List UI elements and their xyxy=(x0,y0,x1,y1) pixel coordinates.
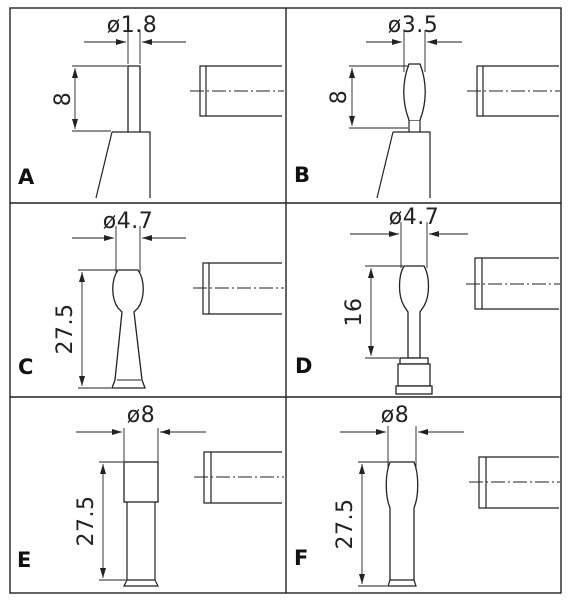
panel-e: ø8 27.5 E xyxy=(17,403,284,587)
length-dimension-b: 8 xyxy=(327,65,408,129)
diameter-dimension-f: ø8 xyxy=(340,403,464,435)
side-view-c xyxy=(193,262,284,315)
length-label-a: 8 xyxy=(51,92,76,107)
tool-d-profile xyxy=(395,265,433,395)
tool-e-profile xyxy=(123,428,159,587)
panel-c: ø4.7 27.5 C xyxy=(18,209,284,389)
panel-a: ø1.8 8 A xyxy=(18,13,284,199)
diameter-dimension-b: ø3.5 xyxy=(366,13,462,72)
panel-label-d: D xyxy=(295,354,312,378)
side-view-e xyxy=(194,451,284,504)
panel-label-c: C xyxy=(18,355,33,379)
diameter-dimension-e: ø8 xyxy=(76,403,206,435)
diameter-label-e: ø8 xyxy=(127,403,155,428)
diameter-label-b: ø3.5 xyxy=(388,13,438,38)
length-dimension-f: 27.5 xyxy=(333,461,389,587)
length-label-f: 27.5 xyxy=(333,499,358,550)
tool-f-profile xyxy=(385,426,419,587)
length-label-d: 16 xyxy=(342,298,367,327)
panel-d: ø4.7 16 D xyxy=(295,205,560,395)
panel-label-f: F xyxy=(294,546,308,570)
length-dimension-c: 27.5 xyxy=(53,269,117,389)
side-view-f xyxy=(469,456,560,509)
length-dimension-e: 27.5 xyxy=(74,461,126,581)
length-label-e: 27.5 xyxy=(74,496,99,547)
diameter-dimension-c: ø4.7 xyxy=(72,209,186,272)
diameter-dimension-d: ø4.7 xyxy=(350,205,468,268)
side-view-a xyxy=(190,65,284,117)
length-label-c: 27.5 xyxy=(53,304,78,355)
tool-b-profile xyxy=(376,63,431,199)
panel-grid xyxy=(9,7,562,594)
diameter-label-d: ø4.7 xyxy=(389,205,439,230)
panel-label-e: E xyxy=(17,548,31,572)
length-label-b: 8 xyxy=(327,90,352,105)
diameter-label-f: ø8 xyxy=(381,403,409,428)
tool-a-profile xyxy=(95,65,151,199)
panel-label-b: B xyxy=(294,163,310,187)
panel-label-a: A xyxy=(18,165,35,189)
length-dimension-d: 16 xyxy=(342,265,403,359)
diameter-dimension-a: ø1.8 xyxy=(84,13,186,64)
tool-c-profile xyxy=(111,269,146,389)
side-view-d xyxy=(466,257,560,310)
panel-b: ø3.5 8 B xyxy=(294,13,560,199)
diameter-label-c: ø4.7 xyxy=(103,209,153,234)
panel-f: ø8 27.5 F xyxy=(294,403,560,587)
length-dimension-a: 8 xyxy=(51,65,127,132)
diameter-label-a: ø1.8 xyxy=(107,13,157,38)
side-view-b xyxy=(467,65,560,117)
